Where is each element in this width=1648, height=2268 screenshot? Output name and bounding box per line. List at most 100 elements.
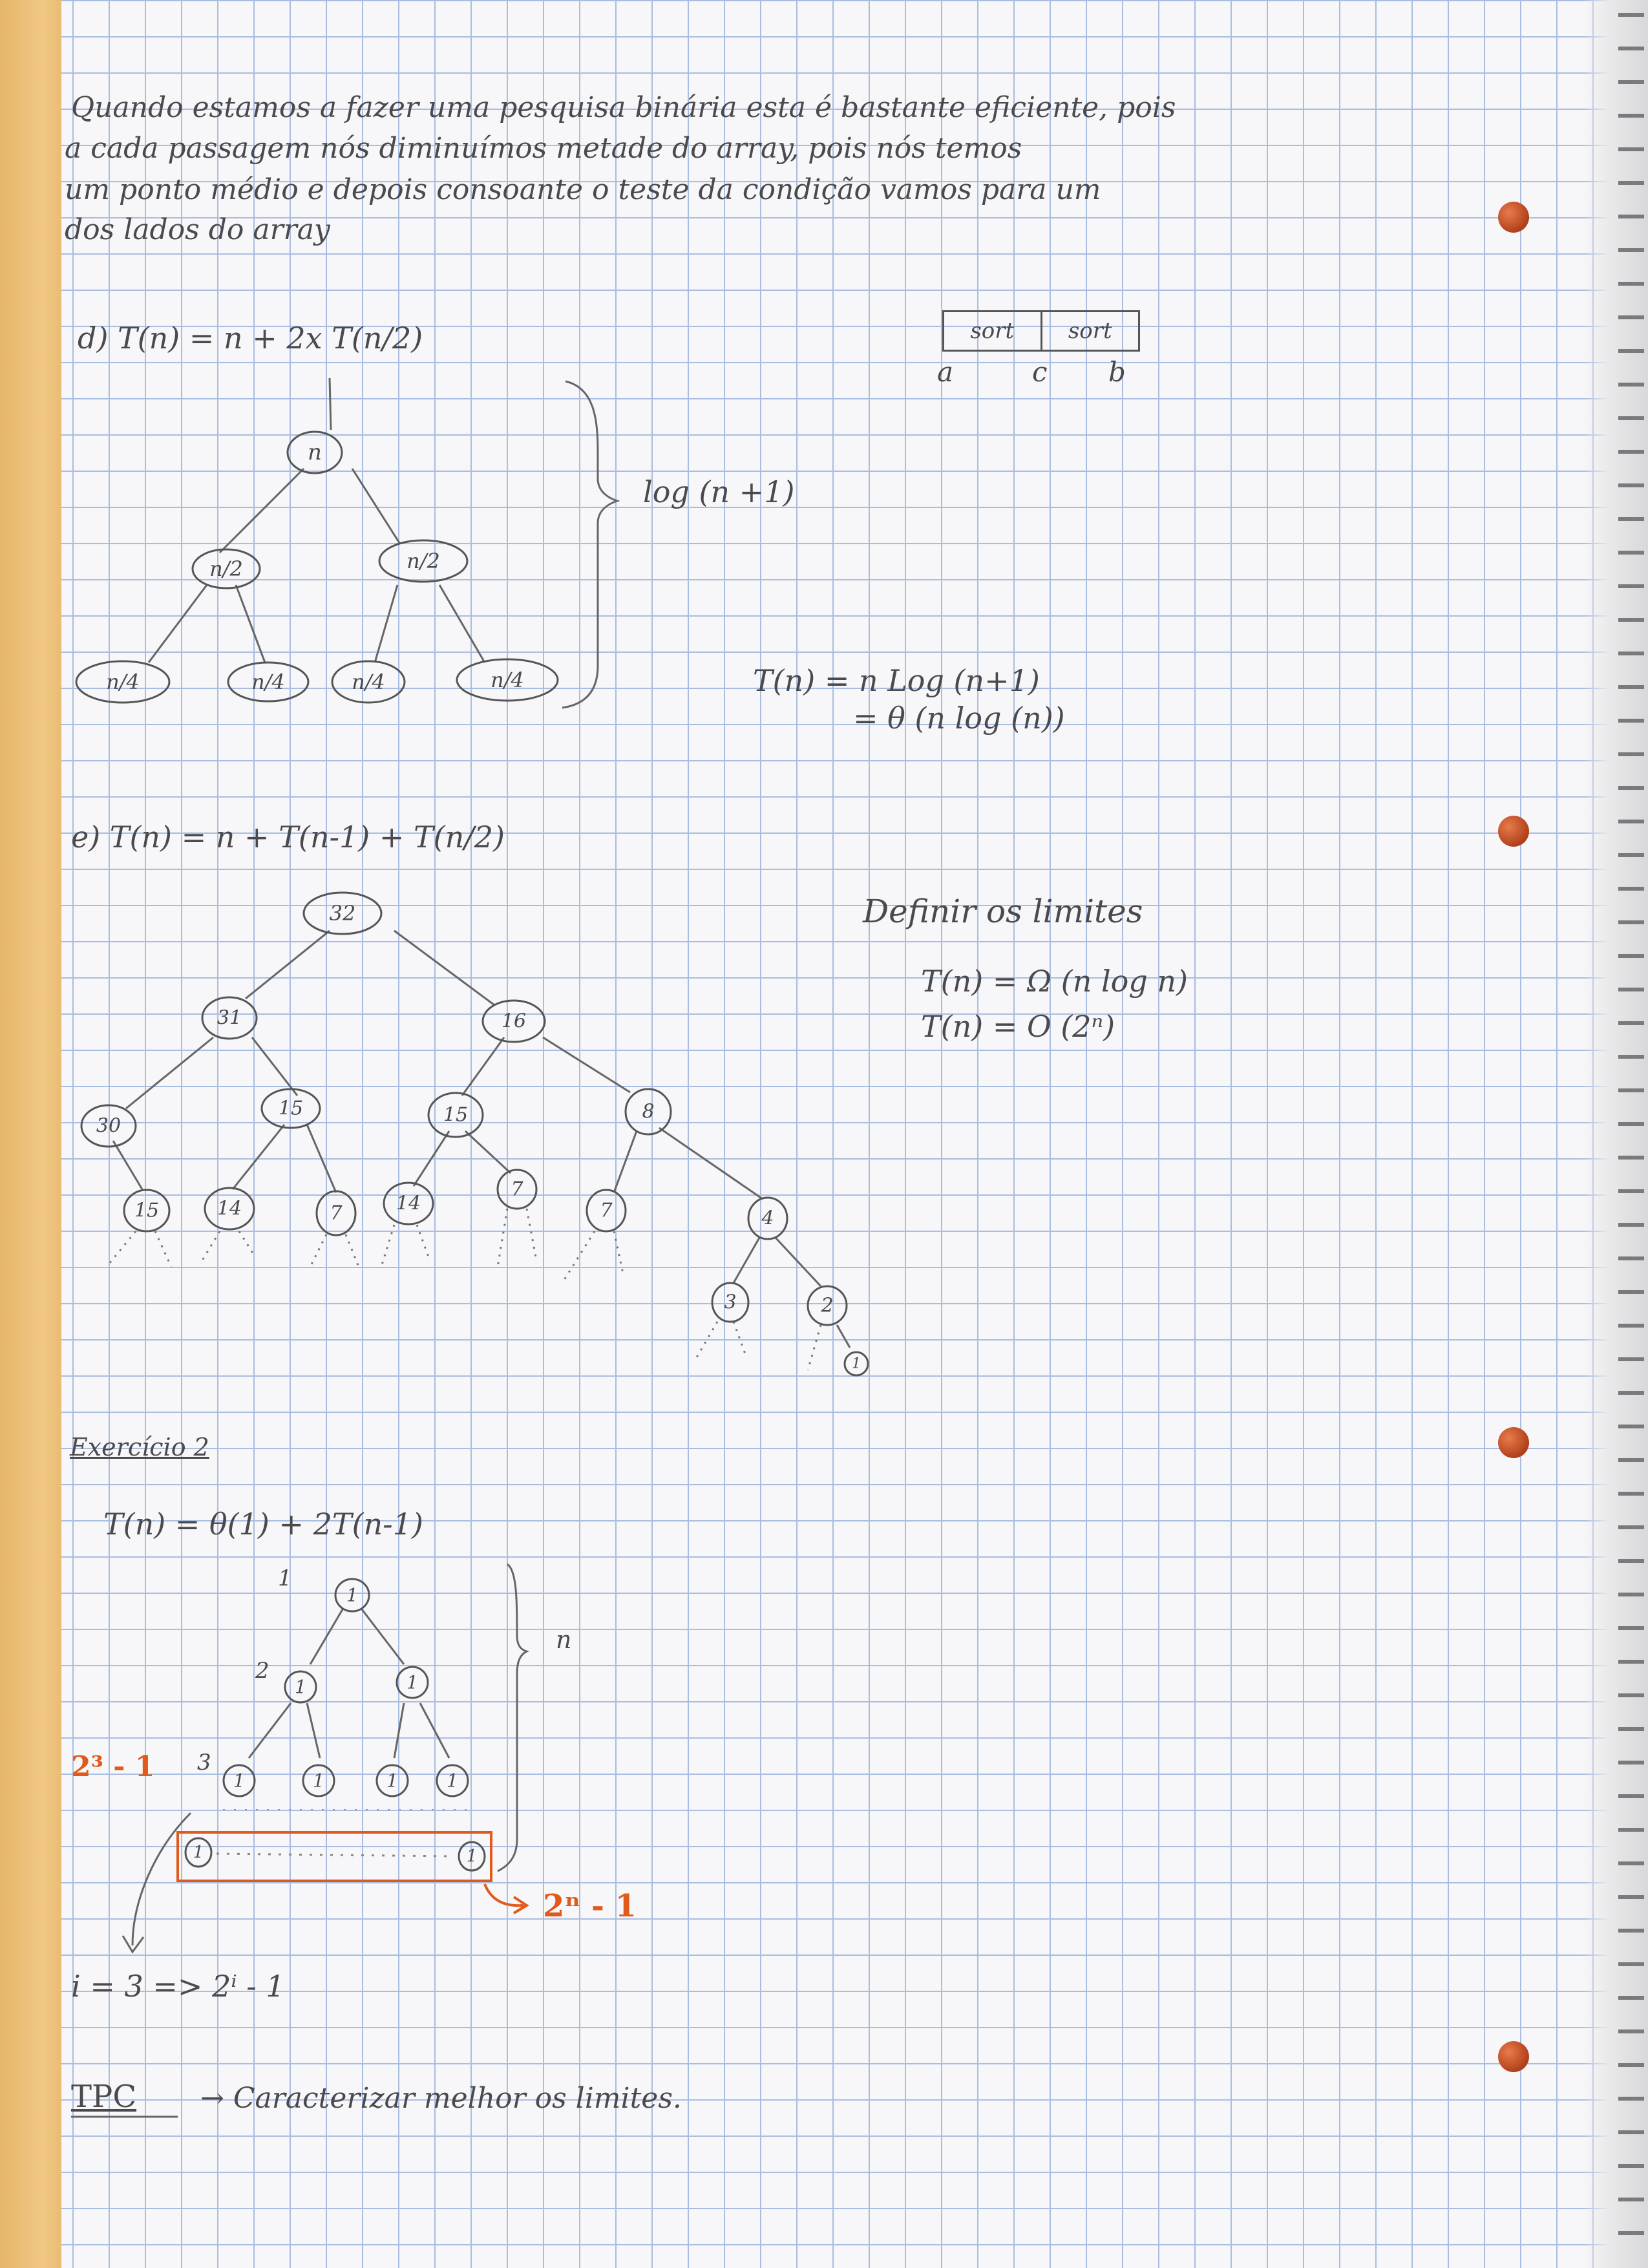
curly-brace — [562, 380, 620, 709]
tree-node — [191, 548, 261, 589]
tree-node — [227, 661, 310, 703]
tree-node — [123, 1189, 171, 1233]
tree-node — [458, 1841, 486, 1872]
intro-line-4: dos lados do array — [65, 213, 330, 246]
tree-node-label: 30 — [96, 1115, 121, 1138]
exercise-2-title: Exercício 2 — [70, 1433, 209, 1461]
tree-node — [315, 1190, 357, 1236]
part-e-equation: e) T(n) = n + T(n-1) + T(n/2) — [71, 820, 505, 854]
tree-node-label: 1 — [193, 1843, 204, 1862]
part-d-result-2: = θ (n log (n)) — [853, 701, 1065, 736]
tree-node — [436, 1764, 469, 1797]
tree-node — [383, 1182, 434, 1225]
tree-node-label: 8 — [642, 1101, 654, 1123]
arrow-head — [121, 1935, 145, 1954]
tree-node-label: 4 — [761, 1207, 774, 1230]
tree-node-label: 2 — [820, 1295, 833, 1317]
tree-node-label: 16 — [502, 1010, 526, 1033]
intro-line-2: a cada passagem nós diminuímos metade do… — [65, 132, 1022, 165]
part-d-result-1: T(n) = n Log (n+1) — [753, 663, 1040, 698]
part-d-brace-label: log (n +1) — [643, 474, 795, 509]
level-label: 2 — [255, 1658, 269, 1684]
tree-node-label: 14 — [217, 1198, 242, 1220]
tree-node-label: 1 — [295, 1677, 306, 1698]
array-label-a: a — [937, 356, 954, 388]
tree-node-label: n/2 — [407, 549, 440, 573]
tree-node-label: 1 — [346, 1585, 358, 1606]
tpc-text: → Caracterizar melhor os limites. — [200, 2082, 682, 2115]
tree-node-label: 1 — [407, 1672, 418, 1693]
tree-node-label: 15 — [134, 1200, 159, 1222]
tree-node — [378, 539, 469, 583]
tree-node — [201, 996, 258, 1040]
tree-node — [260, 1088, 321, 1129]
tree-node-label: 7 — [511, 1178, 523, 1201]
limit-upper: T(n) = O (2ⁿ) — [921, 1009, 1115, 1044]
recursion-tree-e: 32 31 16 30 15 15 8 15 14 7 14 7 7 — [80, 891, 869, 1377]
tree-node — [334, 1578, 370, 1613]
exercise-2-bottom-formula: i = 3 => 2ⁱ - 1 — [71, 1969, 285, 2004]
tree-node-label: 15 — [443, 1104, 468, 1127]
array-label-c: c — [1032, 356, 1048, 388]
tree-node-label: 15 — [279, 1097, 303, 1120]
recursion-tree-d: n n/2 n/2 n/4 n/4 n/4 n/4 — [75, 377, 620, 709]
tree-node — [396, 1666, 429, 1699]
tree-node — [427, 1092, 484, 1138]
recursion-tree-ex2: 1 1 1 1 1 1 1 1 1 — [121, 1563, 530, 1954]
spiral-binding — [1618, 13, 1644, 2249]
punch-hole — [1498, 1427, 1529, 1458]
tree-node-label: n/2 — [209, 556, 243, 581]
tree-node — [807, 1285, 848, 1326]
tree-node-label: 3 — [724, 1291, 736, 1314]
tree-node — [496, 1169, 538, 1210]
arrow-line — [131, 1812, 192, 1946]
tree-node-label: 7 — [330, 1202, 343, 1225]
tree-node-label: n/4 — [251, 670, 285, 694]
array-cell: sort — [1068, 318, 1112, 344]
tree-node-label: 32 — [330, 901, 356, 926]
tree-node-label: 1 — [313, 1770, 324, 1792]
tree-node-label: 1 — [852, 1356, 861, 1372]
tree-node — [843, 1351, 869, 1377]
tree-node-label: n — [308, 440, 322, 465]
tree-node-label: 14 — [396, 1192, 421, 1215]
curly-brace — [497, 1563, 530, 1872]
array-cell: sort — [944, 312, 1042, 350]
tree-node — [711, 1282, 750, 1323]
limits-title: Definir os limites — [863, 893, 1143, 930]
tree-node — [747, 1196, 788, 1240]
array-diagram: sort sort — [942, 310, 1140, 352]
level-label: 3 — [197, 1750, 211, 1775]
tree-node — [286, 430, 343, 474]
level-label: 1 — [278, 1565, 292, 1591]
tree-node — [302, 891, 383, 935]
tree-node — [222, 1764, 256, 1797]
punch-hole — [1498, 2041, 1529, 2072]
tree-node-label: n/4 — [352, 670, 385, 694]
tree-node — [375, 1764, 409, 1797]
orange-annotation-left: 2³ - 1 — [71, 1750, 155, 1783]
tree-node — [481, 999, 546, 1043]
punch-hole — [1498, 202, 1529, 233]
tree-node — [204, 1187, 255, 1231]
tree-node — [75, 660, 171, 704]
tree-node — [302, 1764, 335, 1797]
part-d-equation: d) T(n) = n + 2x T(n/2) — [78, 321, 423, 355]
array-label-b: b — [1108, 356, 1126, 388]
limit-lower: T(n) = Ω (n log n) — [921, 964, 1188, 999]
orange-arrow-head — [512, 1896, 529, 1914]
tree-node — [456, 658, 559, 702]
intro-line-1: Quando estamos a fazer uma pesquisa biná… — [71, 91, 1176, 124]
tree-node-label: 1 — [467, 1847, 478, 1866]
exercise-2-brace-label: n — [556, 1626, 572, 1654]
tree-node — [331, 660, 406, 704]
orange-annotation-right: 2ⁿ - 1 — [543, 1888, 637, 1924]
tree-node — [624, 1088, 672, 1136]
orange-highlight-box — [176, 1831, 492, 1882]
tree-node-label: 1 — [386, 1770, 398, 1792]
tree-node — [184, 1837, 213, 1868]
exercise-2-equation: T(n) = θ(1) + 2T(n-1) — [103, 1507, 423, 1542]
tree-node — [284, 1670, 317, 1704]
